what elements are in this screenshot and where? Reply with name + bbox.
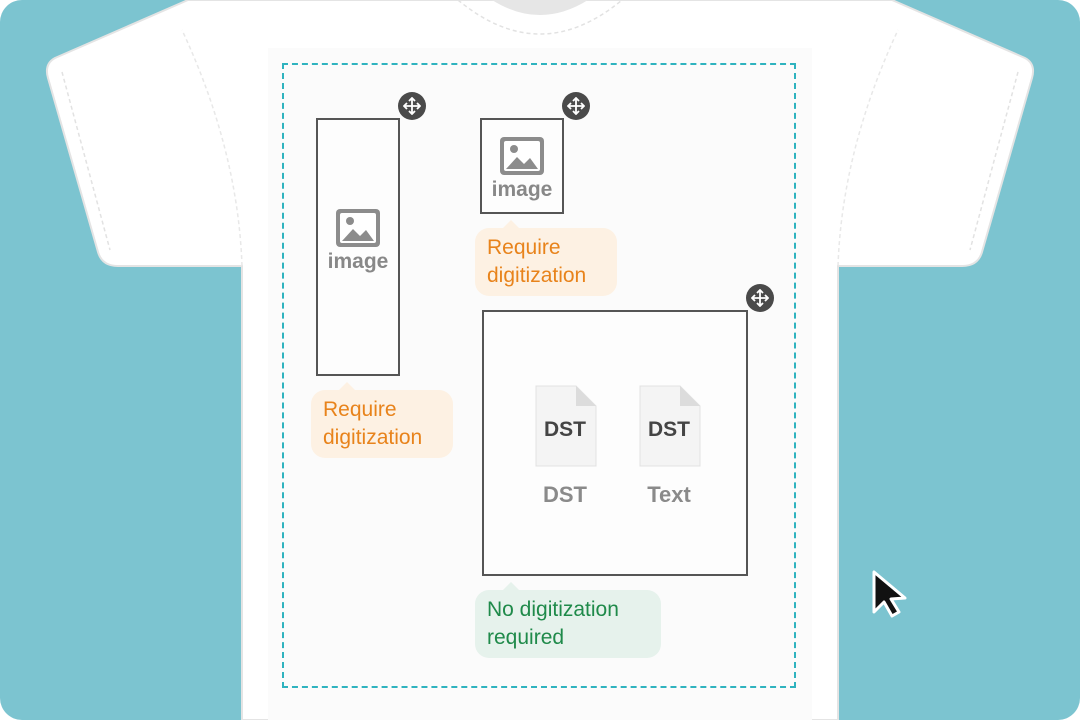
image-label: image: [327, 250, 389, 273]
file-label: Text: [647, 482, 691, 507]
design-element-file-group[interactable]: DST DST DST Text: [482, 310, 748, 576]
move-handle-small-image[interactable]: [562, 92, 590, 120]
move-arrows-icon: [567, 97, 585, 115]
file-label: DST: [543, 482, 587, 507]
image-icon: [500, 137, 544, 175]
move-handle-file-group[interactable]: [746, 284, 774, 312]
status-badge-text: Require digitization: [323, 398, 423, 449]
image-icon: [336, 209, 380, 247]
file-icon: DST: [532, 384, 598, 468]
print-area: [282, 63, 796, 688]
mouse-pointer-icon: [872, 570, 907, 618]
image-placeholder: image: [482, 136, 562, 202]
move-arrows-icon: [751, 289, 769, 307]
status-badge-text: No digitization required: [487, 598, 619, 649]
file-tag: DST: [544, 418, 586, 441]
status-badge-small-image: Require digitization: [475, 220, 617, 296]
status-badge-tall-image: Require digitization: [311, 382, 453, 458]
file-tag: DST: [648, 418, 690, 441]
design-element-tall-image[interactable]: image: [316, 118, 400, 376]
image-placeholder: image: [318, 208, 398, 274]
status-badge-file-group: No digitization required: [475, 582, 661, 658]
status-badge-text: Require digitization: [487, 236, 587, 287]
file-item-text: DST Text: [636, 384, 702, 508]
image-label: image: [491, 178, 553, 201]
move-handle-tall-image[interactable]: [398, 92, 426, 120]
file-item-dst: DST DST: [532, 384, 598, 508]
file-icon: DST: [636, 384, 702, 468]
design-element-small-image[interactable]: image: [480, 118, 564, 214]
move-arrows-icon: [403, 97, 421, 115]
